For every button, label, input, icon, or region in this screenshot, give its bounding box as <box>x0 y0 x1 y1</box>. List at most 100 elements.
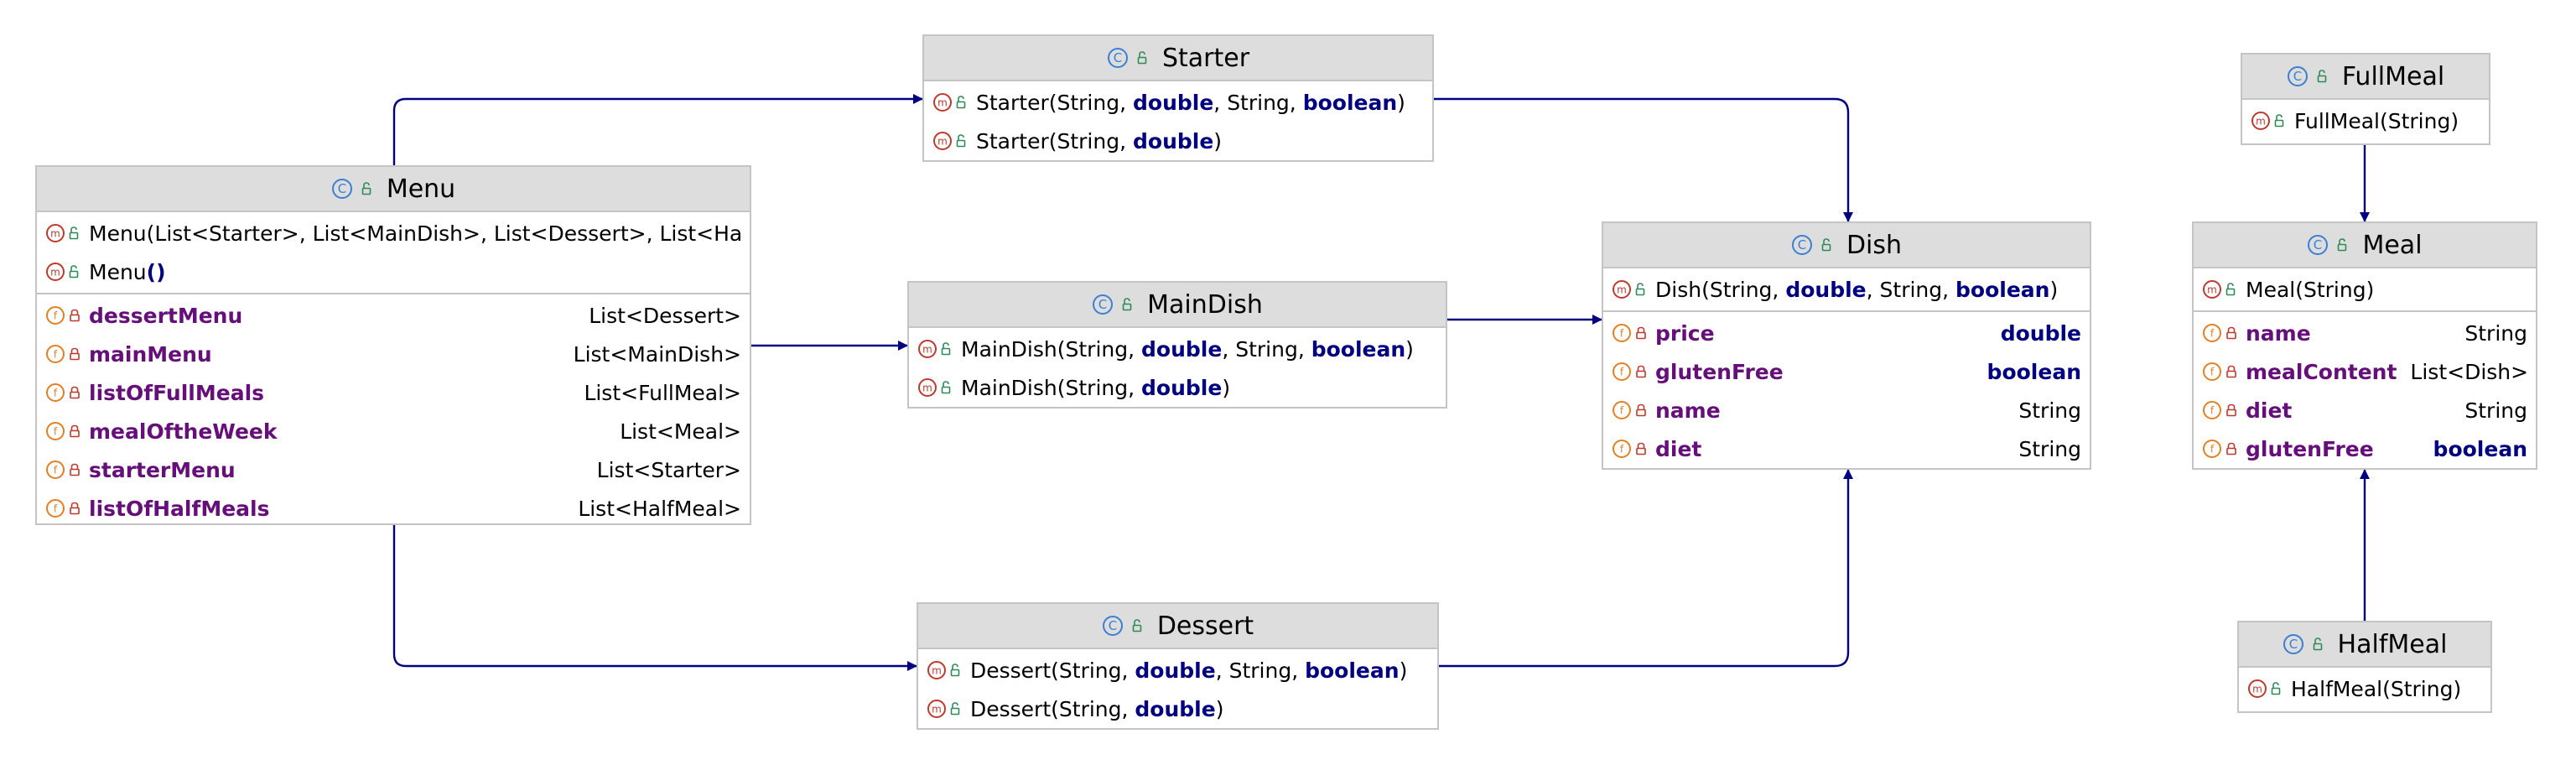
class-c-icon: C <box>2283 633 2304 655</box>
signature-token: Starter(String, <box>976 128 1133 154</box>
field-name: glutenFree <box>1655 359 1784 384</box>
public-unlocked-icon <box>956 96 968 109</box>
field-f-icon: f <box>1612 400 1632 420</box>
public-unlocked-icon <box>1122 298 1134 311</box>
class-c-icon: C <box>1791 234 1813 256</box>
svg-text:f: f <box>2210 444 2215 455</box>
public-unlocked-icon <box>2337 238 2349 252</box>
field-f-icon: f <box>1612 362 1632 382</box>
method-row[interactable]: m Dessert(String, double, String, boolean… <box>918 651 1437 690</box>
field-f-icon: f <box>2202 439 2222 459</box>
class-c-icon: C <box>1107 47 1129 69</box>
field-f-icon: f <box>45 498 65 518</box>
svg-text:f: f <box>2210 328 2215 340</box>
edge-menu-dessert <box>392 525 917 671</box>
svg-text:f: f <box>1620 367 1624 378</box>
class-c-icon: C <box>2307 234 2329 256</box>
signature-token: ) <box>1397 90 1405 115</box>
svg-text:m: m <box>2207 284 2217 296</box>
field-type: List<FullMeal> <box>584 380 741 405</box>
field-type: List<MainDish> <box>573 341 741 367</box>
private-locked-icon <box>69 463 80 476</box>
signature-token: HalfMeal(String) <box>2291 676 2462 701</box>
private-locked-icon <box>2225 442 2237 455</box>
svg-text:m: m <box>932 704 942 716</box>
field-type: List<Meal> <box>620 419 741 444</box>
class-name: Menu <box>386 174 456 204</box>
method-m-icon: m <box>917 377 937 398</box>
method-m-icon: m <box>1612 279 1632 299</box>
svg-text:C: C <box>1098 297 1107 312</box>
method-signature: Dessert(String, double, String, boolean) <box>970 658 1407 683</box>
private-locked-icon <box>1635 442 1647 455</box>
keyword-token: double <box>1785 277 1867 302</box>
method-signature: FullMeal(String) <box>2294 109 2459 133</box>
svg-text:m: m <box>937 97 948 109</box>
field-type: String <box>2018 436 2081 461</box>
field-f-icon: f <box>45 421 65 441</box>
svg-text:f: f <box>54 388 58 399</box>
public-unlocked-icon <box>1137 51 1149 65</box>
field-type: List<HalfMeal> <box>578 496 741 521</box>
private-locked-icon <box>1635 403 1647 417</box>
svg-text:C: C <box>2314 237 2322 252</box>
public-unlocked-icon <box>1821 238 1833 252</box>
edge-menu-starter <box>392 94 923 165</box>
field-name: glutenFree <box>2246 436 2374 461</box>
public-unlocked-icon <box>950 702 962 716</box>
method-row[interactable]: m MainDish(String, double) <box>909 368 1446 407</box>
field-name: mainMenu <box>89 341 212 367</box>
method-signature: MainDish(String, double) <box>961 376 1230 400</box>
method-m-icon: m <box>932 131 953 151</box>
svg-text:C: C <box>2293 69 2302 84</box>
edge-starter-dish <box>1434 97 1853 222</box>
keyword-token: boolean <box>1305 658 1400 683</box>
svg-text:m: m <box>932 665 942 677</box>
field-f-icon: f <box>2202 323 2222 343</box>
method-m-icon: m <box>932 92 953 112</box>
public-unlocked-icon <box>941 381 953 394</box>
